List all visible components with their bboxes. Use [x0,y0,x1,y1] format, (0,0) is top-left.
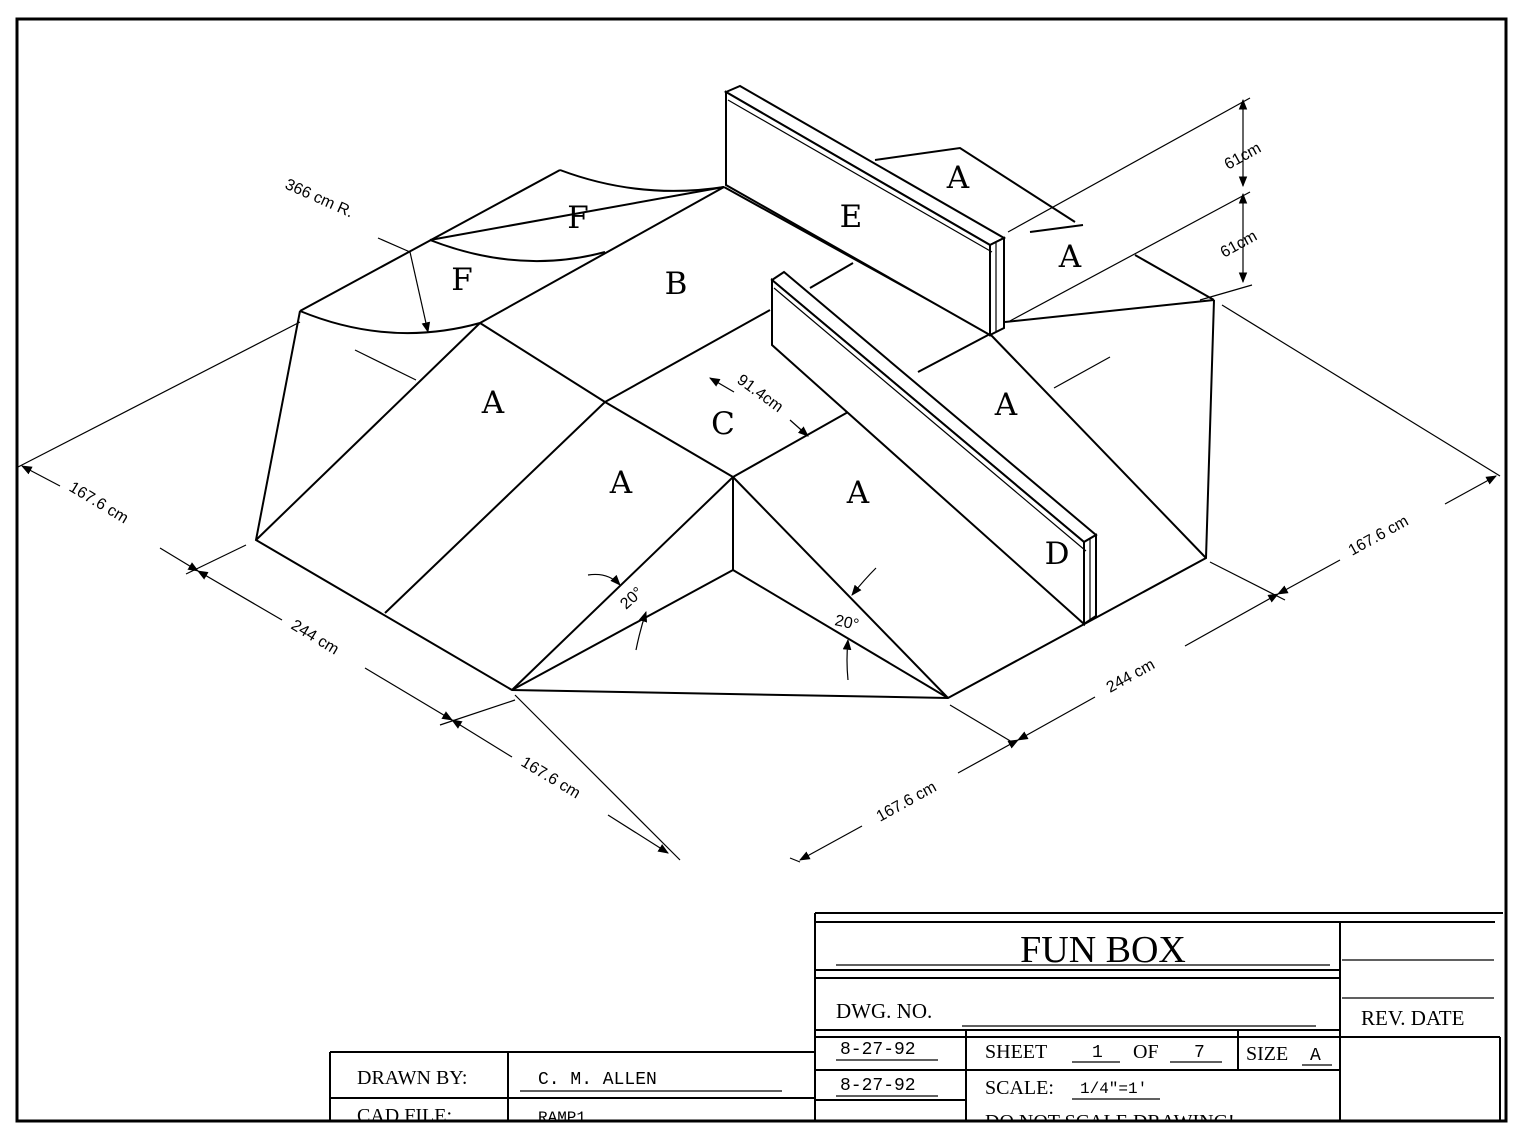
of-label: OF [1133,1041,1159,1063]
drawing-title: FUN BOX [1020,929,1186,971]
dim-angle-left: 20° [617,584,646,613]
sheet-border [15,17,1508,1123]
dim-angle-right: 20° [833,612,860,634]
date-secondary: 8-27-92 [840,1076,916,1096]
title-block: FUN BOX DWG. NO. 8-27-92 8-27-92 SHEET 1… [329,912,1503,1133]
rev-date-label: REV. DATE [1361,1006,1464,1030]
dim-left-mid: 244 cm [288,617,342,659]
dimension-lines: 366 cm R. 167.6 cm 244 cm 167.6 cm 167.6… [17,97,1501,863]
part-label-a-right: A [994,387,1018,423]
do-not-scale-note: DO NOT SCALE DRAWING! [985,1111,1235,1133]
sheet-total: 7 [1194,1043,1205,1063]
fun-box-model [254,84,1215,700]
dwg-no-label: DWG. NO. [836,999,932,1023]
size-value: A [1310,1046,1321,1066]
part-label-f-left: F [451,262,473,298]
scale-value: 1/4"=1' [1080,1080,1147,1098]
part-label-e: E [840,199,863,235]
cad-file-label: CAD FILE: [357,1105,452,1127]
size-label: SIZE [1246,1043,1288,1065]
sheet-number: 1 [1092,1043,1103,1063]
part-label-b: B [665,266,688,302]
part-label-a-left: A [481,385,505,421]
scale-label: SCALE: [985,1077,1054,1099]
cad-file-value: RAMP1 [538,1109,586,1127]
part-label-f-top: F [567,200,589,236]
dim-right-outer: 167.6 cm [1346,513,1412,560]
drawn-by-value: C. M. ALLEN [538,1070,657,1090]
part-label-a-back-top: A [946,160,970,196]
dim-front-right: 167.6 cm [874,779,940,826]
part-label-a-front-right: A [846,475,870,511]
part-label-c: C [711,406,735,442]
part-label-a-back-mid: A [1058,239,1082,275]
sheet-label: SHEET [985,1041,1047,1063]
part-label-d: D [1045,536,1070,572]
dim-front-left: 167.6 cm [518,754,583,802]
part-labels: A A A A A A B C D E F F [451,160,1082,572]
dim-height-lower: 61cm [1218,228,1260,262]
dim-gap: 91.4cm [734,371,786,416]
dim-right-mid: 244 cm [1104,656,1158,696]
drawn-by-label: DRAWN BY: [357,1067,467,1089]
dim-radius: 366 cm R. [282,176,356,221]
date-primary: 8-27-92 [840,1040,916,1060]
dim-left-outer: 167.6 cm [66,479,131,527]
part-label-a-front-left: A [609,465,633,501]
